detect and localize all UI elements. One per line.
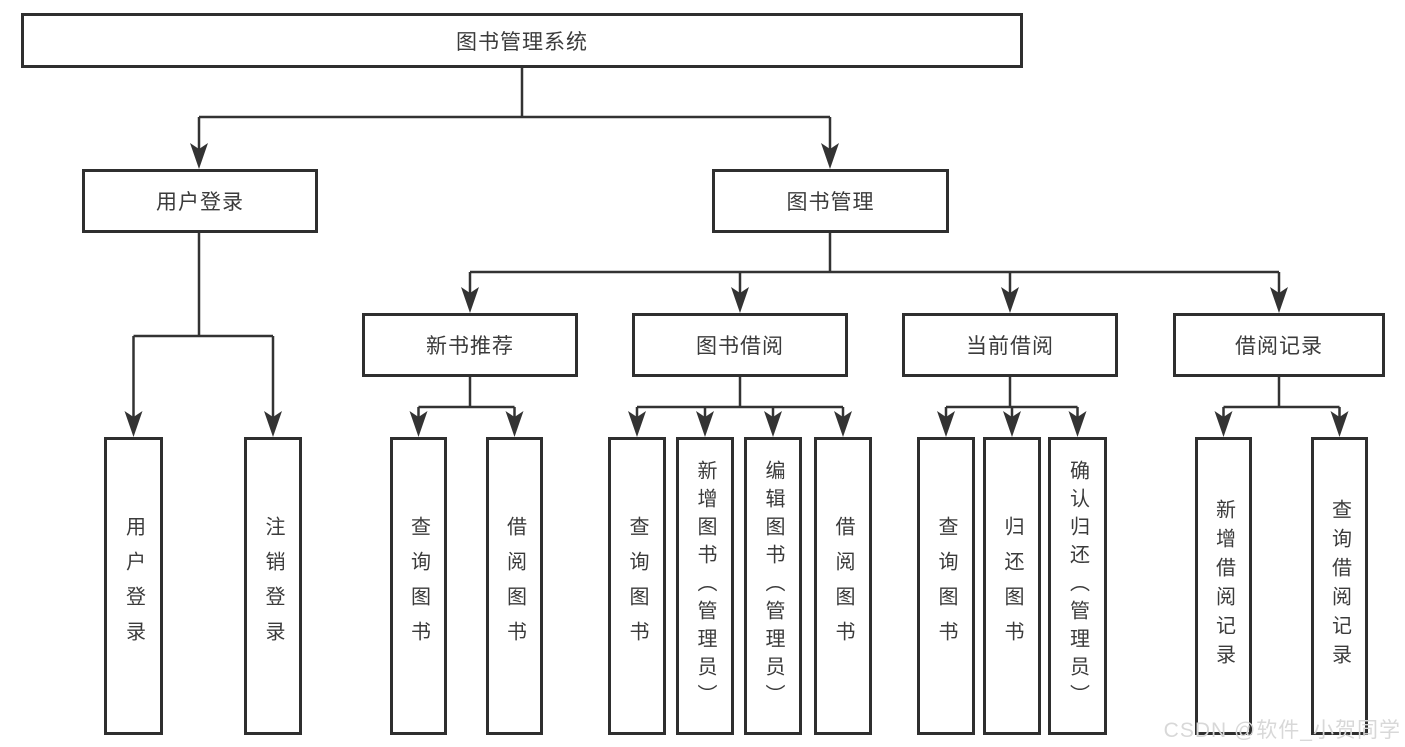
connector-user-login-to-leaves	[124, 233, 282, 437]
arrow-down-icon	[821, 143, 839, 169]
arrow-down-icon	[834, 411, 852, 437]
node-library-system-root: 图书管理系统	[21, 13, 1023, 68]
node-borrow-records: 借阅记录	[1173, 313, 1385, 377]
arrow-down-icon	[505, 411, 524, 437]
node-return-books: 归还图书	[983, 437, 1041, 735]
arrow-down-icon	[1214, 411, 1233, 437]
arrow-down-icon	[1270, 287, 1288, 313]
connector-borrow-records-to-leaves	[1214, 377, 1349, 437]
node-current-borrow: 当前借阅	[902, 313, 1118, 377]
node-query-borrow-record: 查询借阅记录	[1311, 437, 1368, 735]
node-borrow-books: 借阅图书	[814, 437, 872, 735]
node-edit-book-admin: 编辑图书（管理员）	[744, 437, 802, 735]
arrow-down-icon	[1068, 411, 1087, 437]
arrow-down-icon	[124, 411, 143, 437]
arrow-down-icon	[696, 411, 714, 437]
node-query-books-recommend: 查询图书	[390, 437, 447, 735]
arrow-down-icon	[731, 287, 749, 313]
connector-book-borrow-to-leaves	[628, 377, 852, 437]
connector-book-management-to-level3	[461, 233, 1288, 313]
arrow-down-icon	[937, 411, 955, 437]
node-logout-action: 注销登录	[244, 437, 302, 735]
arrow-down-icon	[264, 411, 282, 437]
arrow-down-icon	[461, 287, 479, 313]
node-add-borrow-record: 新增借阅记录	[1195, 437, 1252, 735]
node-user-login-action: 用户登录	[104, 437, 163, 735]
arrow-down-icon	[409, 411, 428, 437]
connector-root-to-level2	[190, 68, 839, 169]
arrow-down-icon	[1001, 287, 1019, 313]
arrow-down-icon	[1330, 411, 1349, 437]
node-new-book-recommend: 新书推荐	[362, 313, 578, 377]
connector-new-book-to-leaves	[409, 377, 524, 437]
node-add-book-admin: 新增图书（管理员）	[676, 437, 734, 735]
arrow-down-icon	[628, 411, 646, 437]
arrow-down-icon	[764, 411, 782, 437]
node-book-management: 图书管理	[712, 169, 949, 233]
node-book-borrow: 图书借阅	[632, 313, 848, 377]
connector-current-borrow-to-leaves	[937, 377, 1087, 437]
node-borrow-books-recommend: 借阅图书	[486, 437, 543, 735]
csdn-watermark: CSDN @软件_小贺同学	[1163, 719, 1401, 742]
arrow-down-icon	[1003, 411, 1021, 437]
arrow-down-icon	[190, 143, 208, 169]
node-confirm-return-admin: 确认归还（管理员）	[1048, 437, 1107, 735]
node-query-books-current: 查询图书	[917, 437, 975, 735]
node-query-books-borrow: 查询图书	[608, 437, 666, 735]
node-user-login: 用户登录	[82, 169, 318, 233]
